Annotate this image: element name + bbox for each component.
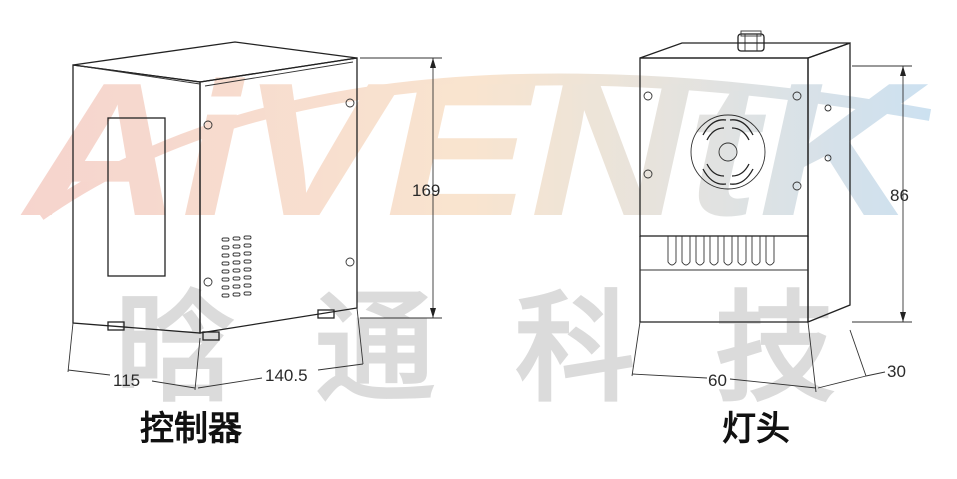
screw-icon (792, 91, 802, 101)
lamp-cooling-fins (667, 236, 775, 266)
controller-width-label: 140.5 (265, 366, 308, 385)
watermark-swoosh (36, 73, 932, 220)
watermark: AiVENtK 晗 通 科 技 (20, 44, 932, 419)
screw-icon (345, 257, 355, 267)
controller-foot (317, 309, 335, 319)
lamp-width-label: 60 (708, 371, 727, 390)
controller-height-dimension: 169 (360, 57, 442, 319)
screw-icon (643, 91, 653, 101)
screw-icon (643, 169, 653, 179)
lamp-lower-body (639, 236, 809, 323)
controller-foot (202, 331, 220, 341)
watermark-chinese: 晗 通 科 技 (115, 280, 835, 419)
lamp-head-drawing: 86 60 30 灯头 (631, 30, 912, 449)
controller-drawing: 169 115 140.5 控制器 (67, 41, 442, 449)
screw-icon (203, 277, 213, 287)
lamp-height-label: 86 (890, 186, 909, 205)
controller-foot (107, 321, 125, 331)
screw-icon (345, 98, 355, 108)
controller-depth-dimension: 115 (67, 322, 201, 391)
lamp-depth-dimension: 30 (817, 329, 906, 389)
screw-icon (824, 154, 832, 162)
screw-icon (203, 120, 213, 130)
controller-height-label: 169 (412, 181, 440, 200)
fan-grille-icon (690, 114, 766, 190)
lamp-width-dimension: 60 (631, 321, 817, 393)
controller-caption: 控制器 (140, 409, 243, 449)
controller-depth-label: 115 (113, 371, 140, 390)
lamp-head-caption: 灯头 (722, 409, 790, 449)
screw-icon (792, 181, 802, 191)
lamp-side-face (807, 42, 851, 323)
controller-vent-slots (221, 235, 252, 298)
lamp-depth-label: 30 (887, 362, 906, 381)
controller-display-window (107, 117, 166, 277)
controller-width-dimension: 140.5 (197, 307, 364, 389)
screw-icon (824, 104, 832, 112)
lamp-height-dimension: 86 (852, 65, 912, 323)
